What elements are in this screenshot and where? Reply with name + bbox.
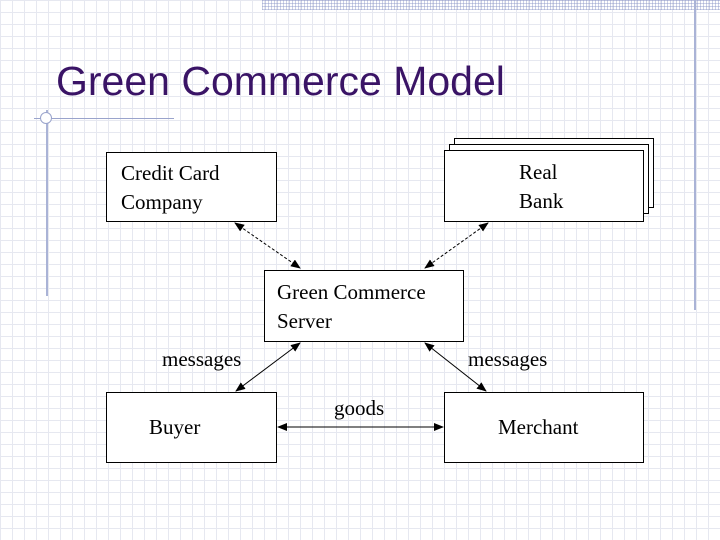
credit-card-line1: Credit Card	[121, 161, 220, 185]
slide-title: Green Commerce Model	[56, 58, 505, 104]
messages-label-left: messages	[162, 347, 242, 371]
title-underline-rule	[34, 118, 174, 119]
buyer-label: Buyer	[149, 415, 201, 439]
server-line2: Server	[277, 309, 332, 333]
messages-label-right: messages	[468, 347, 548, 371]
merchant-label: Merchant	[498, 415, 579, 439]
merchant-node: Merchant	[444, 392, 644, 463]
bank-line1: Real	[519, 160, 558, 184]
right-accent-rule	[694, 0, 696, 310]
header-pattern-band	[262, 0, 720, 10]
bank-server-link	[424, 222, 489, 269]
server-merchant-link	[424, 342, 487, 392]
credit-card-line2: Company	[121, 190, 203, 214]
buyer-node: Buyer	[106, 392, 277, 463]
real-bank-node: Real Bank	[444, 150, 644, 222]
server-buyer-link	[235, 342, 301, 392]
green-commerce-server-node: Green Commerce Server	[264, 270, 464, 342]
goods-label: goods	[334, 396, 385, 420]
rule-circle-ornament	[40, 112, 52, 124]
server-line1: Green Commerce	[277, 280, 426, 304]
left-accent-rule	[46, 110, 48, 296]
credit-card-company-node: Credit Card Company	[106, 152, 277, 222]
bank-line2: Bank	[519, 189, 564, 213]
credit-card-server-link	[234, 222, 301, 269]
